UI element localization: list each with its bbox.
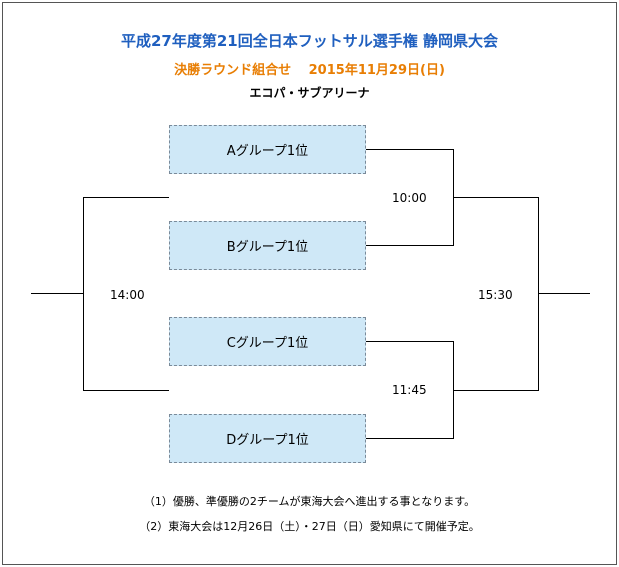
time-semi-top: 10:00 — [392, 191, 427, 205]
page-title: 平成27年度第21回全日本フットサル選手権 静岡県大会 — [121, 32, 498, 50]
time-semi-bottom: 11:45 — [392, 383, 427, 397]
team-label-b: Bグループ1位 — [226, 240, 309, 255]
time-left-match: 14:00 — [110, 288, 145, 302]
connector-left-vertical — [83, 197, 84, 391]
team-box-b: Bグループ1位 — [169, 221, 366, 270]
team-label-c: Cグループ1位 — [226, 336, 309, 351]
connector-right-top — [453, 197, 539, 198]
venue-label: エコパ・サブアリーナ — [249, 86, 370, 100]
team-label-d: Dグループ1位 — [226, 433, 309, 448]
note-1: （1）優勝、準優勝の2チームが東海大会へ進出する事となります。 — [143, 495, 476, 508]
connector-left-top — [83, 197, 169, 198]
team-box-a: Aグループ1位 — [169, 125, 366, 174]
time-right-match: 15:30 — [478, 288, 513, 302]
round-date-subtitle: 決勝ラウンド組合せ 2015年11月29日(日) — [174, 63, 445, 78]
connector-right-stub — [538, 293, 590, 294]
connector-c-out — [366, 341, 454, 342]
team-label-a: Aグループ1位 — [226, 144, 309, 159]
team-box-c: Cグループ1位 — [169, 317, 366, 366]
connector-left-stub — [31, 293, 84, 294]
connector-right-vertical — [538, 197, 539, 391]
connector-a-out — [366, 149, 454, 150]
connector-d-out — [366, 438, 454, 439]
connector-b-out — [366, 245, 454, 246]
team-box-d: Dグループ1位 — [169, 414, 366, 463]
note-2: （2）東海大会は12月26日（土）・27日（日）愛知県にて開催予定。 — [139, 520, 480, 533]
connector-left-bottom — [83, 390, 169, 391]
connector-right-bottom — [453, 390, 539, 391]
